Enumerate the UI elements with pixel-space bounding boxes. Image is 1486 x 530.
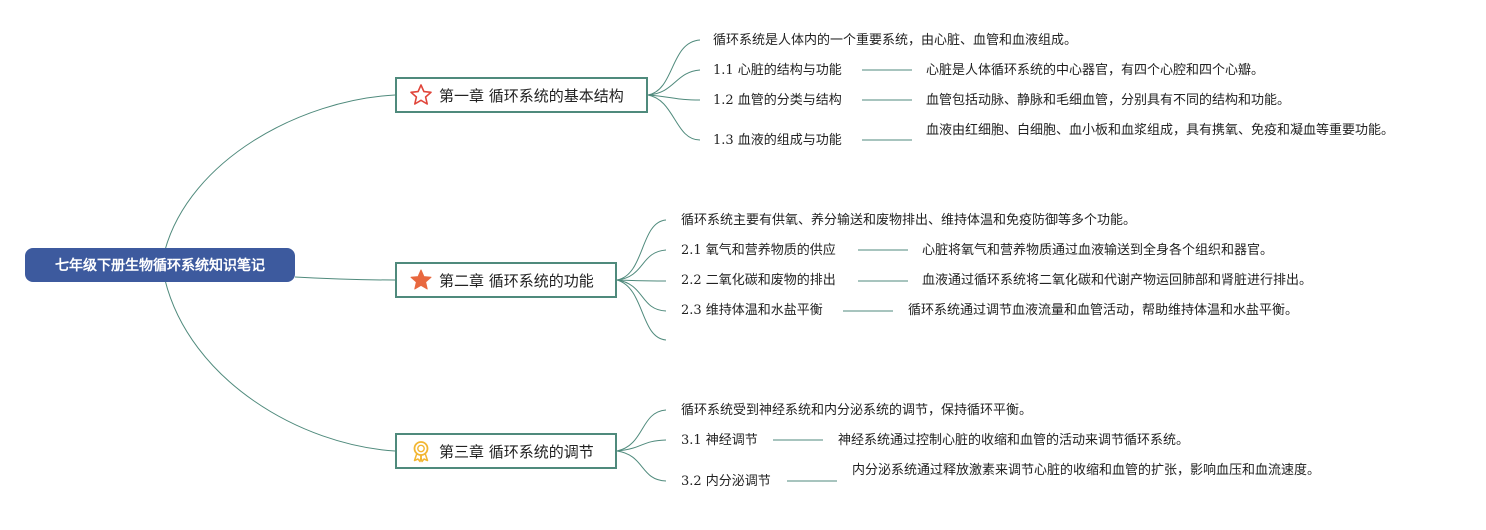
chapter-2-summary[interactable]: 循环系统主要有供氧、养分输送和废物排出、维持体温和免疫防御等多个功能。	[681, 213, 1137, 228]
chapter-2-item-3-label[interactable]: 2.3 维持体温和水盐平衡	[681, 303, 823, 318]
root-topic[interactable]: 七年级下册生物循环系统知识笔记	[25, 248, 295, 282]
chapter-3-item-1-detail[interactable]: 神经系统通过控制心脏的收缩和血管的活动来调节循环系统。	[838, 433, 1190, 448]
chapter-3-node[interactable]: 第三章 循环系统的调节	[395, 433, 617, 469]
chapter-1-item-3-detail[interactable]: 血液由红细胞、白细胞、血小板和血浆组成，具有携氧、免疫和凝血等重要功能。	[926, 123, 1395, 138]
chapter-1-summary[interactable]: 循环系统是人体内的一个重要系统，由心脏、血管和血液组成。	[713, 33, 1078, 48]
chapter-2-item-1-label[interactable]: 2.1 氧气和营养物质的供应	[681, 243, 836, 258]
medal-icon	[409, 439, 433, 463]
chapter-3-item-1-label[interactable]: 3.1 神经调节	[681, 433, 758, 448]
chapter-2-item-2-label[interactable]: 2.2 二氧化碳和废物的排出	[681, 273, 836, 288]
chapter-1-item-2-detail[interactable]: 血管包括动脉、静脉和毛细血管，分别具有不同的结构和功能。	[926, 93, 1291, 108]
chapter-2-title: 第二章 循环系统的功能	[439, 271, 594, 290]
chapter-3-item-2-label[interactable]: 3.2 内分泌调节	[681, 474, 771, 489]
star-filled-icon	[409, 268, 433, 292]
chapter-3-summary[interactable]: 循环系统受到神经系统和内分泌系统的调节，保持循环平衡。	[681, 403, 1033, 418]
chapter-2-item-2-detail[interactable]: 血液通过循环系统将二氧化碳和代谢产物运回肺部和肾脏进行排出。	[922, 273, 1313, 288]
chapter-2-node[interactable]: 第二章 循环系统的功能	[395, 262, 617, 298]
chapter-2-item-1-detail[interactable]: 心脏将氧气和营养物质通过血液输送到全身各个组织和器官。	[922, 243, 1274, 258]
chapter-1-node[interactable]: 第一章 循环系统的基本结构	[395, 77, 648, 113]
chapter-3-item-2-detail[interactable]: 内分泌系统通过释放激素来调节心脏的收缩和血管的扩张，影响血压和血流速度。	[852, 463, 1321, 478]
chapter-1-title: 第一章 循环系统的基本结构	[439, 86, 624, 105]
chapter-1-item-2-label[interactable]: 1.2 血管的分类与结构	[713, 93, 842, 108]
chapter-3-title: 第三章 循环系统的调节	[439, 442, 594, 461]
chapter-2-item-3-detail[interactable]: 循环系统通过调节血液流量和血管活动，帮助维持体温和水盐平衡。	[908, 303, 1299, 318]
chapter-1-item-3-label[interactable]: 1.3 血液的组成与功能	[713, 133, 842, 148]
chapter-1-item-1-detail[interactable]: 心脏是人体循环系统的中心器官，有四个心腔和四个心瓣。	[926, 63, 1265, 78]
star-outline-icon	[409, 83, 433, 107]
chapter-1-item-1-label[interactable]: 1.1 心脏的结构与功能	[713, 63, 842, 78]
